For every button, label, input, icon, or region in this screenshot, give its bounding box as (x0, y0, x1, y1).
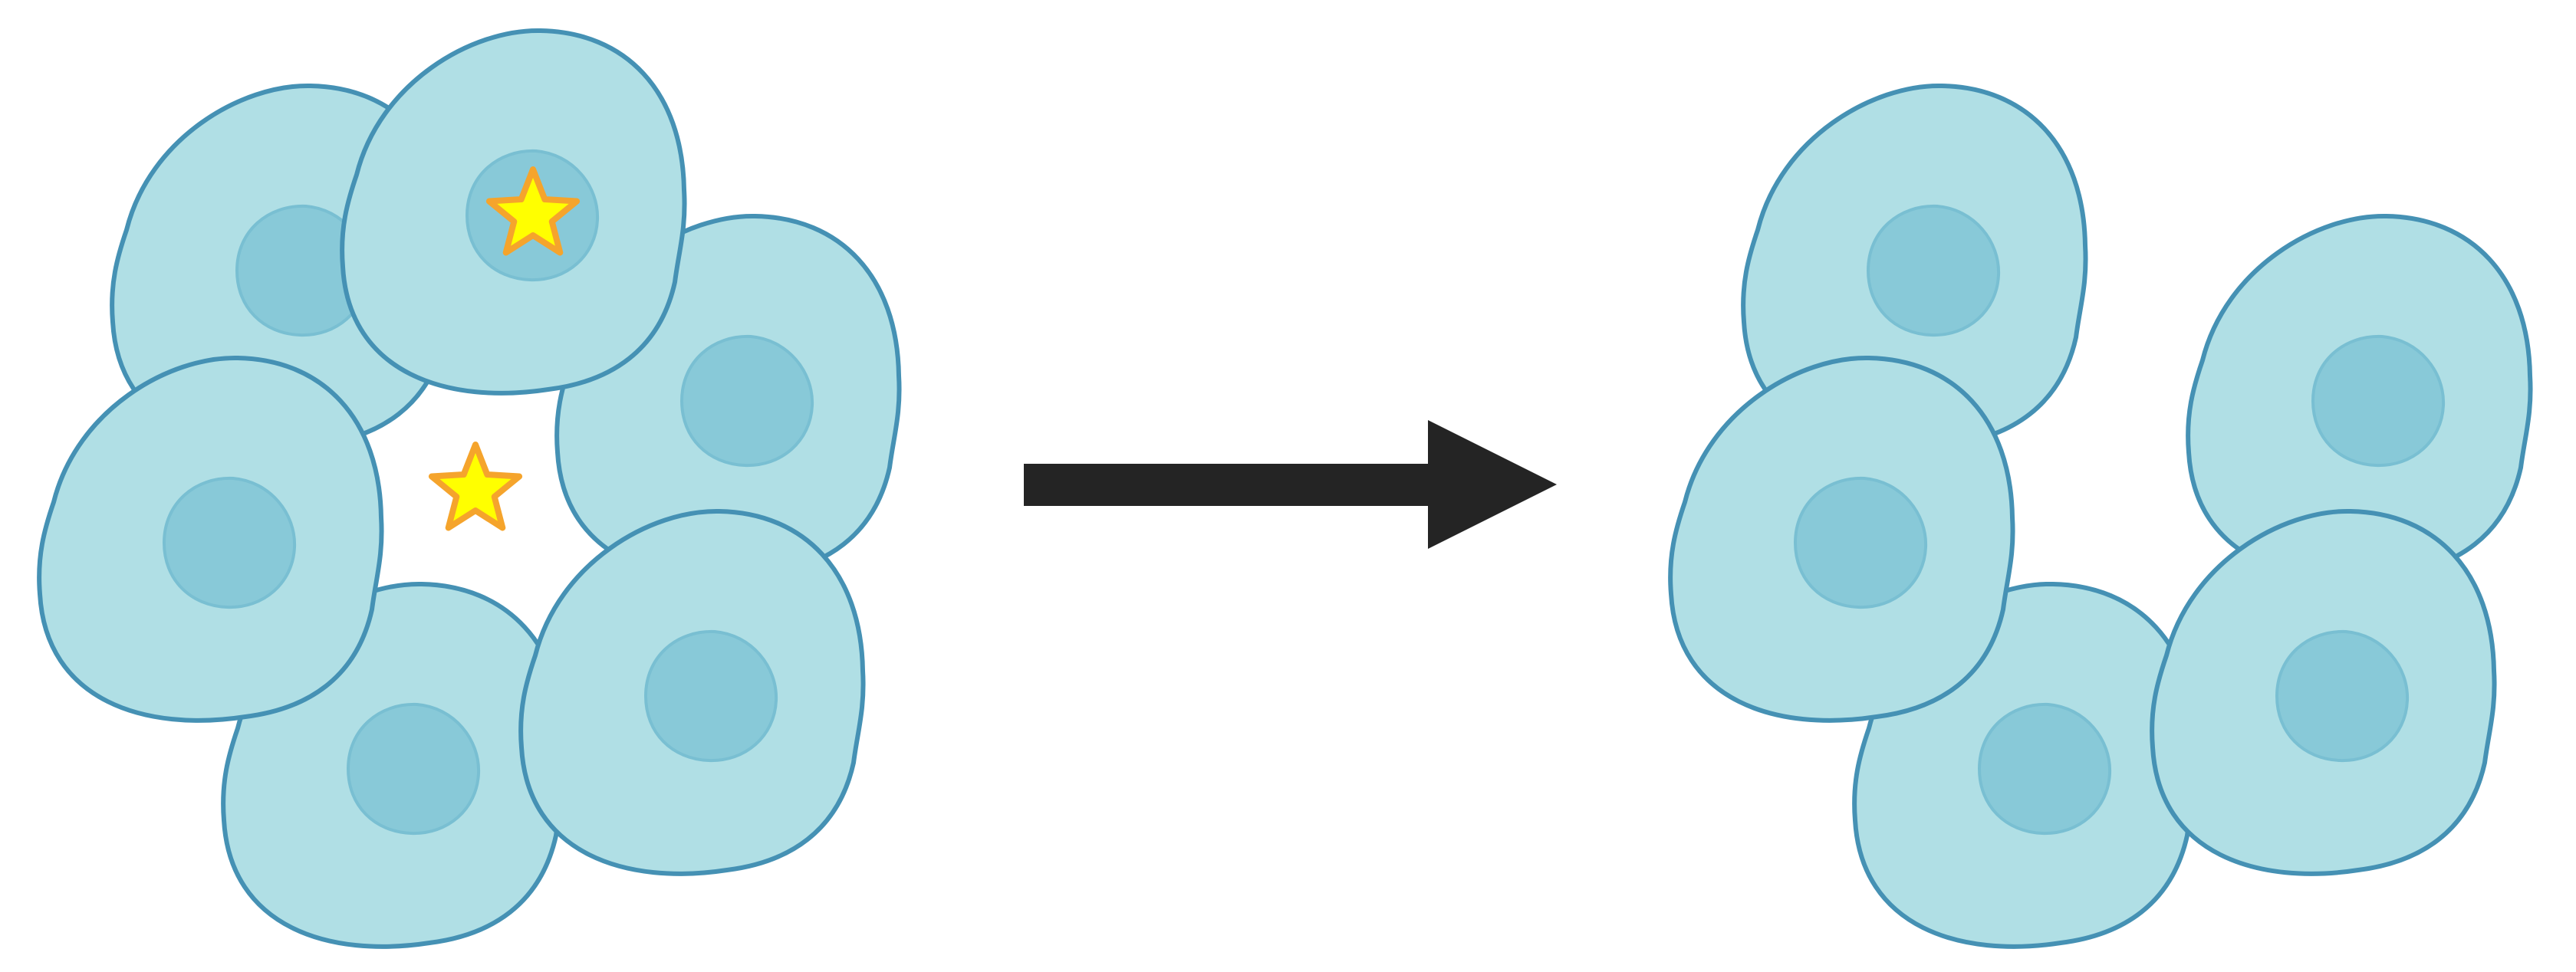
after-cluster (1668, 83, 2533, 949)
cell-nucleus (643, 629, 778, 763)
before-cluster (37, 28, 902, 949)
cell-right (2186, 213, 2533, 581)
cell-nucleus (679, 334, 814, 468)
cell-nucleus (2311, 334, 2446, 468)
cell-top-center (340, 28, 687, 396)
cell-left (1668, 355, 2015, 723)
cell-nucleus (162, 476, 297, 609)
cell-left (37, 355, 384, 723)
cell-nucleus (1977, 702, 2112, 836)
star-icon (428, 442, 523, 531)
cell-nucleus (2275, 629, 2410, 763)
star-icon (485, 166, 581, 256)
cell-nucleus (1793, 476, 1928, 609)
cell-nucleus (1866, 204, 2001, 337)
right-arrow-icon (1024, 420, 1557, 549)
cell-bottom-right (2150, 508, 2497, 876)
cell-bottom-right (518, 508, 866, 876)
transition-arrow (1024, 420, 1557, 549)
cell-top-left (1741, 83, 2088, 451)
cell-nucleus (346, 702, 481, 836)
